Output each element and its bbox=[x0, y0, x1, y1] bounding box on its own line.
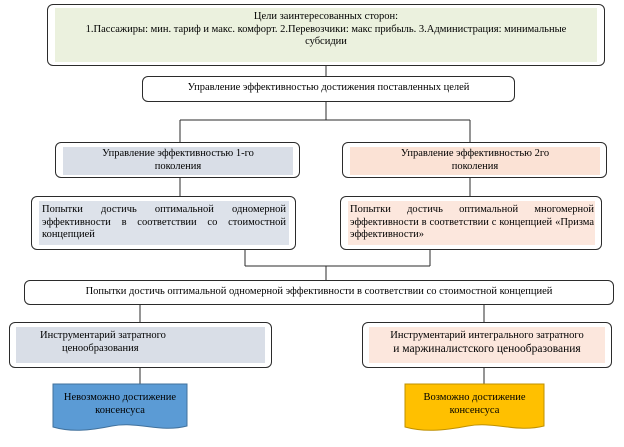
stakeholder-goals-text: Цели заинтересованных сторон: 1.Пассажир… bbox=[55, 11, 597, 49]
gen1-box: Управление эффективностью 1-го поколения bbox=[55, 142, 300, 178]
management-text: Управление эффективностью достижения пос… bbox=[187, 82, 470, 93]
stakeholder-goals-title: Цели заинтересованных сторон: bbox=[253, 11, 399, 22]
stakeholder-goals-line2: субсидии bbox=[305, 36, 347, 47]
tool-right-text: Инструментарий интегрального затратного … bbox=[369, 330, 605, 355]
result-right-text: Возможно достижение консенсуса bbox=[405, 392, 544, 417]
gen2-line1: Управление эффективностью 2го bbox=[400, 148, 550, 159]
combined-attempt-text: Попытки достичь оптимальной одномерной э… bbox=[85, 286, 553, 297]
gen1-line2: поколения bbox=[154, 160, 202, 172]
result-right-line1: Возможно достижение bbox=[423, 392, 526, 403]
tool-right-fill bbox=[369, 327, 605, 363]
tool-left-line2: ценообразования bbox=[62, 342, 139, 354]
management-box: Управление эффективностью достижения пос… bbox=[142, 76, 515, 102]
tool-right-line2: и маржиналистского ценообразования bbox=[393, 342, 581, 355]
gen2-text: Управление эффективностью 2го поколения bbox=[350, 148, 600, 173]
result-left-line1: Невозможно достижение bbox=[63, 392, 177, 403]
stakeholder-goals-fill bbox=[55, 8, 597, 62]
gen1-fill bbox=[63, 147, 293, 175]
left-attempt-box: Попытки достичь оптимальной одномерной э… bbox=[31, 196, 296, 250]
tool-left-text: Инструментарий затратного ценообразовани… bbox=[16, 330, 265, 355]
stakeholder-goals-box: Цели заинтересованных сторон: 1.Пассажир… bbox=[47, 4, 605, 66]
tool-right-box: Инструментарий интегрального затратного … bbox=[362, 322, 612, 368]
result-left-line2: консенсуса bbox=[95, 404, 145, 416]
result-left-text: Невозможно достижение консенсуса bbox=[53, 392, 187, 417]
gen2-line2: поколения bbox=[451, 160, 499, 172]
gen1-text: Управление эффективностью 1-го поколения bbox=[63, 148, 293, 173]
tool-left-line1: Инструментарий затратного bbox=[40, 330, 166, 341]
combined-attempt-box: Попытки достичь оптимальной одномерной э… bbox=[24, 280, 614, 305]
tool-left-box: Инструментарий затратного ценообразовани… bbox=[9, 322, 272, 368]
stakeholder-goals-line1: 1.Пассажиры: мин. тариф и макс. комфорт.… bbox=[85, 23, 567, 35]
left-attempt-fill bbox=[39, 201, 289, 245]
gen2-box: Управление эффективностью 2го поколения bbox=[342, 142, 607, 178]
tool-left-fill bbox=[16, 327, 265, 363]
right-attempt-fill bbox=[348, 201, 595, 245]
gen2-fill bbox=[350, 147, 600, 175]
left-attempt-text: Попытки достичь оптимальной одномерной э… bbox=[42, 204, 286, 240]
right-attempt-text: Попытки достичь оптимальной многомерной … bbox=[350, 204, 594, 240]
gen1-line1: Управление эффективностью 1-го bbox=[102, 148, 254, 159]
tool-right-line1: Инструментарий интегрального затратного bbox=[390, 330, 584, 341]
right-attempt-box: Попытки достичь оптимальной многомерной … bbox=[340, 196, 602, 250]
result-right-line2: консенсуса bbox=[449, 404, 500, 416]
